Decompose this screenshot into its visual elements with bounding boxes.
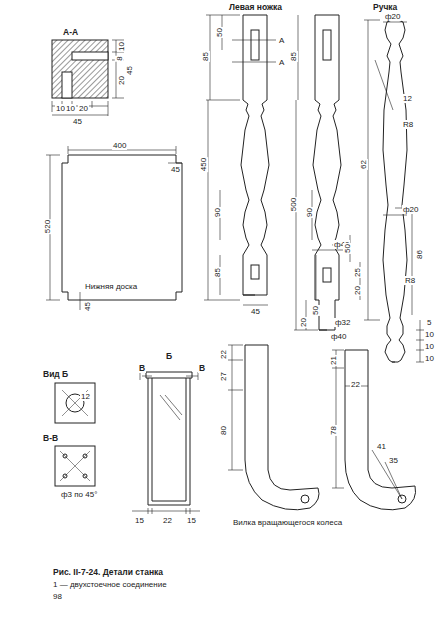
dimension-label: 12 <box>402 94 413 103</box>
dimension-label: R8 <box>402 120 414 129</box>
section <box>52 40 108 98</box>
dimension-label: 45 <box>72 117 83 126</box>
view-title: Вид Б <box>42 370 69 379</box>
view-title: А-А <box>62 28 79 37</box>
dimension-label: 22 <box>162 516 173 525</box>
dimension-label: 20 <box>299 317 308 328</box>
dimension-label: 27 <box>219 371 228 382</box>
dimension-label: 21 <box>329 355 338 366</box>
view-title: Ручка <box>372 3 398 12</box>
mortise <box>251 30 259 60</box>
dimension-label: 90 <box>213 207 222 218</box>
view-title: Б <box>165 352 173 361</box>
dimension-label: ф3 по 45° <box>60 490 98 499</box>
dimension-label: 10 <box>65 104 76 113</box>
turned-part <box>313 15 341 330</box>
turned-part <box>241 15 269 295</box>
dimension-label: А <box>278 58 285 67</box>
dimension-label: 20 <box>353 285 362 296</box>
dimension-label: 8 <box>115 55 124 61</box>
turned-profiles <box>241 15 407 362</box>
dimension-label: ф40 <box>330 332 347 341</box>
dimension-label: 500 <box>289 197 298 212</box>
dimension-label: 98 <box>52 592 63 601</box>
board <box>62 155 182 300</box>
dimension-label: 20 <box>117 75 126 86</box>
view-title: Левая ножка <box>228 3 283 12</box>
dimension-label: 41 <box>376 442 387 451</box>
dimension-label: 90 <box>305 207 314 218</box>
dimension-label: ф20 <box>384 12 401 21</box>
dimension-label: 45 <box>170 165 181 174</box>
dimension-label: 10 <box>424 354 435 363</box>
turned-part <box>383 20 407 362</box>
dimension-label: ф20 <box>402 205 419 214</box>
fork <box>345 350 416 510</box>
dimension-label: Нижняя доска <box>84 282 138 291</box>
mortise <box>251 265 259 279</box>
dimension-label: 20 <box>78 104 89 113</box>
dimension-label: 12 <box>80 392 91 401</box>
bracket <box>146 372 192 505</box>
dimension-label: 5 <box>426 318 432 327</box>
dimension-label: 22 <box>350 380 361 389</box>
view-title: В <box>198 364 206 373</box>
dimension-label: 50 <box>311 305 320 316</box>
dimension-label: 520 <box>43 219 52 234</box>
mortise <box>323 30 331 60</box>
dimension-label: 15 <box>186 516 197 525</box>
dimension-label: 22 <box>219 349 228 360</box>
dimension-label: 80 <box>219 425 228 436</box>
dimension-label: 25 <box>353 267 362 278</box>
dimension-label: 400 <box>112 141 127 150</box>
dimension-label: 45 <box>83 301 92 312</box>
dimension-label: 85 <box>201 51 210 62</box>
view-title: В-В <box>42 434 59 443</box>
dimension-label: 50 <box>215 27 224 38</box>
figure-caption: Рис. II-7-24. Детали станка <box>52 568 164 577</box>
dimension-label: 85 <box>289 51 298 62</box>
dimension-label: 450 <box>199 157 208 172</box>
dimension-label: 50 <box>343 243 352 254</box>
dimension-label: 35 <box>388 456 399 465</box>
mortise <box>323 268 331 282</box>
dimension-label: 86 <box>415 249 424 260</box>
dimension-label: 85 <box>213 267 222 278</box>
dimension-label: 15 <box>134 516 145 525</box>
dimension-label: 10 <box>424 330 435 339</box>
dimension-label: 78 <box>329 425 338 436</box>
dimension-label: А <box>278 36 285 45</box>
dimension-label: 45 <box>125 65 134 76</box>
dimension-label: R8 <box>404 276 416 285</box>
dimension-label: 1 — двухстоечное соединение <box>52 580 168 589</box>
view-title: В <box>138 364 146 373</box>
dimension-label: 45 <box>250 307 261 316</box>
dimension-label: ф32 <box>334 318 351 327</box>
dimension-label: 10 <box>424 342 435 351</box>
dimension-label: Вилка вращающегося колеса <box>232 518 343 527</box>
fork <box>245 345 319 510</box>
dimension-label: 10 <box>117 41 126 52</box>
dimension-label: 62 <box>359 159 368 170</box>
